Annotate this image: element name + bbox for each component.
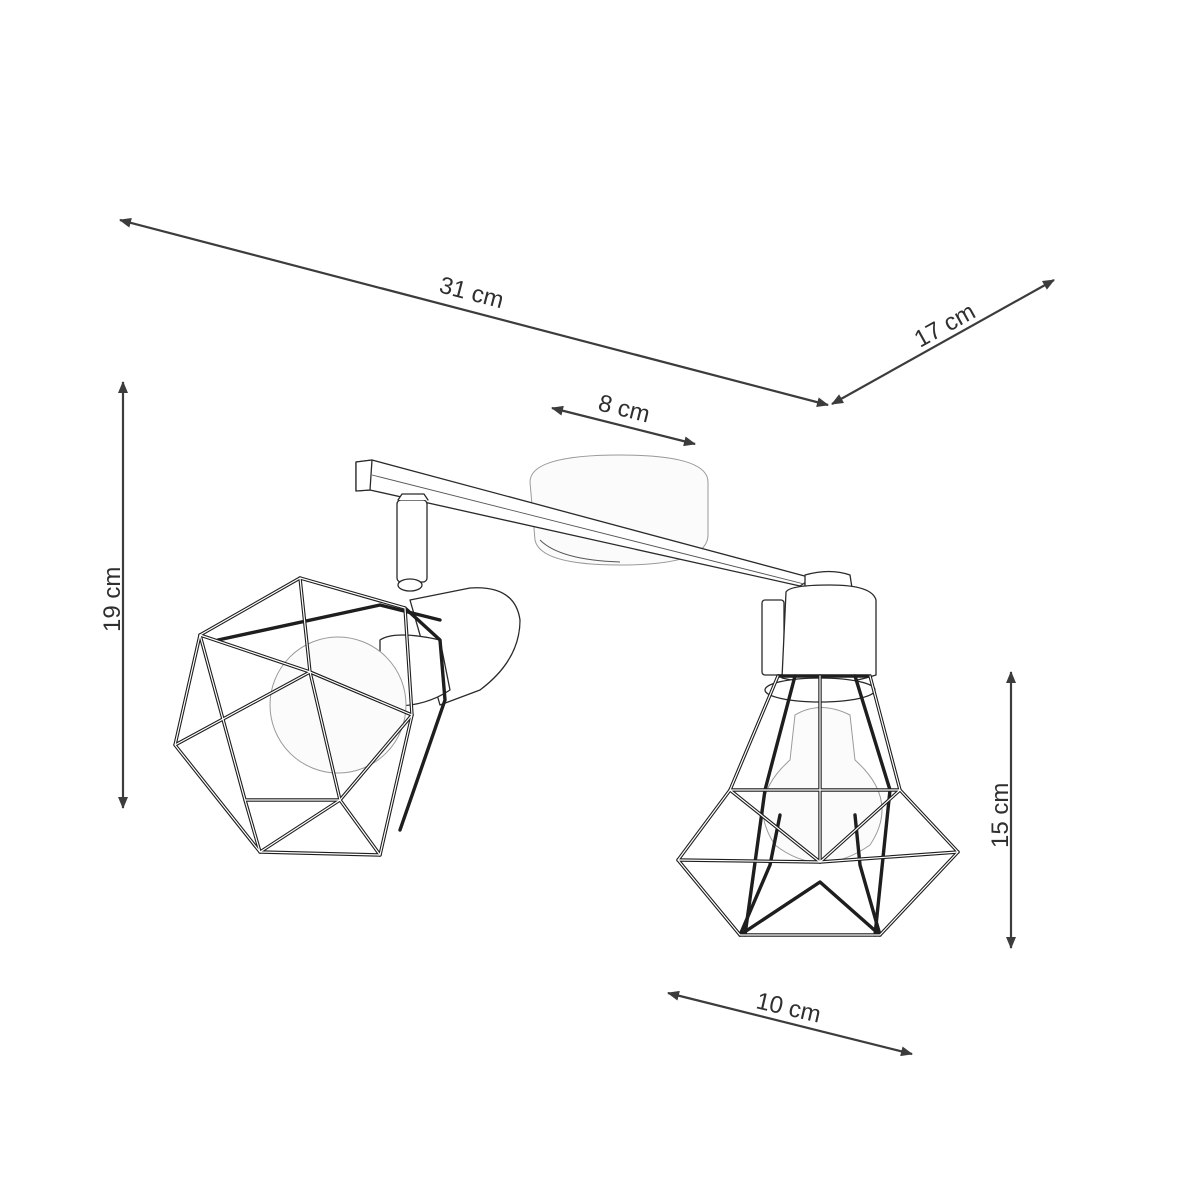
right-cage: [676, 674, 960, 937]
left-stem: [396, 493, 429, 592]
dimension-canopy-diameter: 8 cm: [551, 390, 696, 447]
dimension-depth: 17 cm: [831, 279, 1055, 405]
dimension-shade-diameter: 10 cm: [667, 988, 913, 1057]
lamp-illustration: [173, 454, 960, 937]
dimension-overall-height: 19 cm: [99, 381, 128, 809]
label-depth: 17 cm: [910, 298, 980, 353]
label-shade-height: 15 cm: [987, 783, 1014, 848]
label-overall-length: 31 cm: [436, 272, 506, 315]
label-canopy-diameter: 8 cm: [596, 390, 653, 429]
label-overall-height: 19 cm: [99, 567, 126, 632]
dimension-shade-height: 15 cm: [987, 671, 1016, 949]
canopy: [529, 454, 709, 566]
left-cage: [173, 576, 447, 857]
dimension-overall-length: 31 cm: [119, 217, 829, 408]
